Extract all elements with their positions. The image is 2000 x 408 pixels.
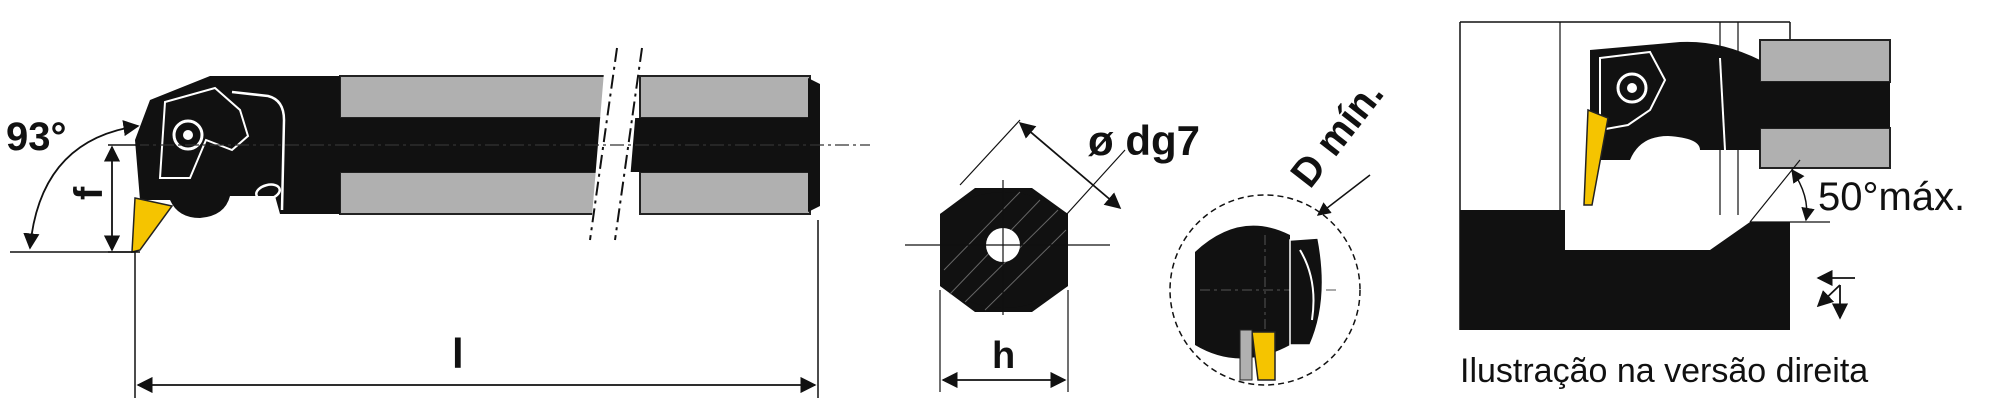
dg7-dimension-line	[1018, 121, 1122, 210]
angle-arc	[23, 120, 140, 250]
dg7-label: ø dg7	[1088, 117, 1200, 164]
detail-angle-arc	[1791, 168, 1815, 222]
l-label: l	[452, 330, 464, 377]
bore-circle	[1169, 194, 1361, 386]
side-view: f 93° l	[6, 47, 870, 398]
break-line-1	[589, 47, 618, 241]
section-view: ø dg7 h	[905, 117, 1200, 392]
detail-shank-upper	[1759, 39, 1891, 83]
detail-insert	[1583, 108, 1609, 206]
detail-angle-label: 50°máx.	[1818, 175, 1965, 219]
f-label: f	[67, 186, 111, 200]
shank-lower-gray	[339, 171, 606, 215]
detail-shank-lower	[1759, 127, 1891, 169]
bore-insert	[1251, 331, 1276, 381]
break-line-2	[614, 47, 643, 241]
head-outline	[231, 90, 286, 211]
insert-tip	[131, 197, 174, 253]
bore-shank	[1195, 225, 1290, 359]
angle-label: 93°	[6, 115, 67, 159]
dmin-label: D mín.	[1282, 72, 1392, 195]
workpiece	[1460, 210, 1790, 330]
shank-lower-gray-2	[639, 171, 811, 215]
break-gap	[590, 60, 640, 240]
coolant-hole	[255, 183, 281, 201]
clamp	[158, 86, 250, 179]
h-label: h	[992, 335, 1015, 377]
bore-view: D mín.	[1169, 72, 1392, 386]
shank-upper-gray	[339, 75, 606, 119]
detail-view: 50°máx. Ilustração na versão direita	[1459, 21, 1965, 390]
shank-upper-gray-2	[639, 75, 811, 119]
dmin-leader	[1316, 174, 1371, 216]
feed-arrow-diag	[1816, 284, 1841, 308]
detail-caption: Ilustração na versão direita	[1460, 352, 1868, 390]
